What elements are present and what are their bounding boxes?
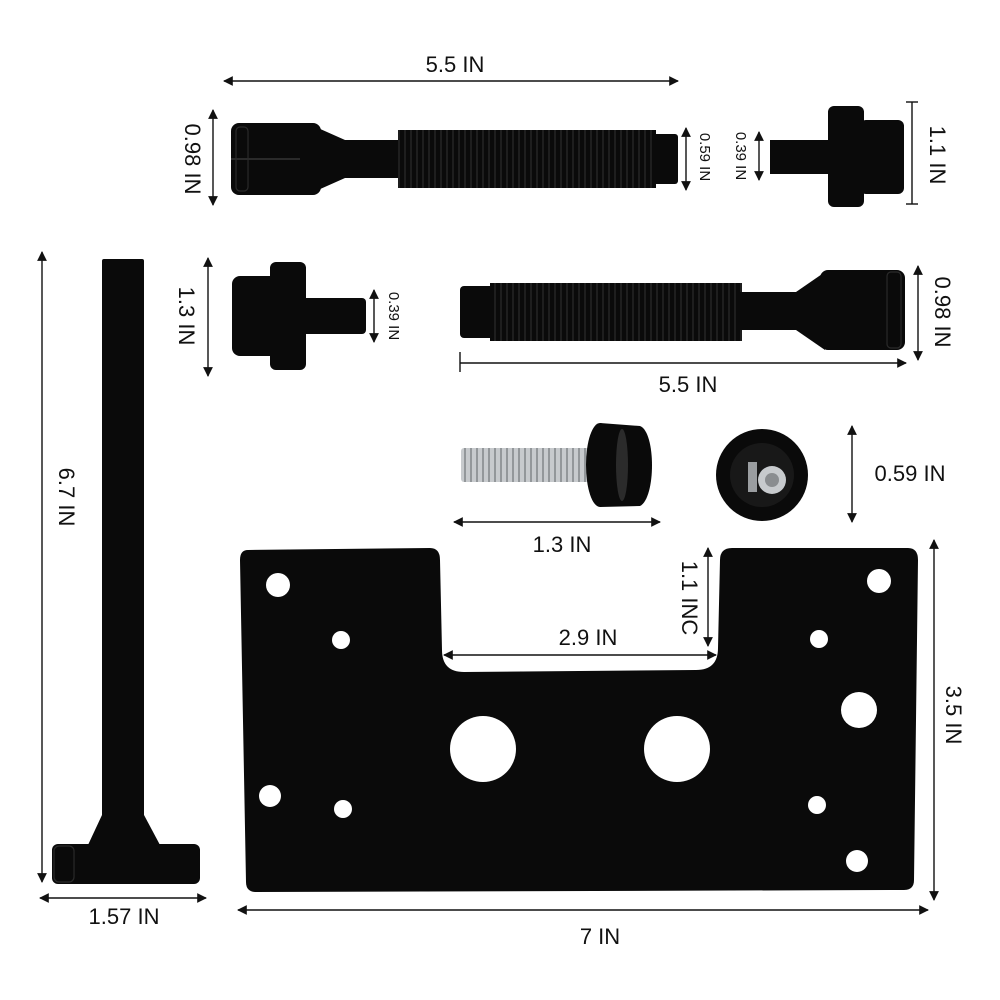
plate-width-dim: 7 IN — [237, 905, 929, 949]
plate-height-label: 3.5 IN — [941, 686, 966, 745]
long-screw-bottom-length-dim: 5.5 IN — [459, 352, 907, 397]
long-screw-top-length-dim: 5.5 IN — [223, 52, 679, 86]
small-adapter-top-height-label: 1.1 IN — [925, 126, 950, 185]
adapter-left-height-dim: 1.3 IN — [174, 257, 213, 377]
knob-end-view — [716, 429, 808, 521]
plate-notch-width-dim: 2.9 IN — [443, 625, 717, 660]
plate-hole — [644, 716, 710, 782]
handle-width-label: 1.57 IN — [89, 904, 160, 929]
thumb-screw-length-dim: 1.3 IN — [453, 517, 661, 557]
long-screw-bottom — [460, 270, 905, 350]
knob-diameter-dim: 0.59 IN — [847, 425, 946, 523]
knob-diameter-label: 0.59 IN — [875, 461, 946, 486]
plate-hole — [266, 573, 290, 597]
plate-hole — [808, 796, 826, 814]
small-adapter-top — [770, 106, 904, 207]
small-adapter-top-height-dim: 1.1 IN — [906, 101, 950, 205]
long-screw-bottom-length-label: 5.5 IN — [659, 372, 718, 397]
base-plate — [240, 548, 918, 892]
long-screw-top-thread-dim: 0.59 IN — [681, 127, 713, 191]
long-screw-top-diameter-dim: 0.98 IN — [180, 109, 218, 206]
adapter-left-stem-label: 0.39 IN — [385, 292, 402, 340]
long-screw-bottom-diameter-label: 0.98 IN — [930, 277, 955, 348]
adapter-left-height-label: 1.3 IN — [174, 287, 199, 346]
adapter-left-stem-dim: 0.39 IN — [369, 289, 402, 343]
long-screw-bottom-diameter-dim: 0.98 IN — [913, 265, 955, 361]
long-screw-top-length-label: 5.5 IN — [426, 52, 485, 77]
long-screw-top — [231, 123, 678, 195]
plate-hole — [846, 850, 868, 872]
small-adapter-top-stem-dim: 0.39 IN — [732, 131, 764, 181]
small-adapter-top-stem-label: 0.39 IN — [732, 132, 749, 180]
handle-length-dim: 6.7 IN — [37, 251, 79, 883]
plate-notch-width-label: 2.9 IN — [559, 625, 618, 650]
handle-length-label: 6.7 IN — [54, 468, 79, 527]
plate-hole — [332, 631, 350, 649]
adapter-left — [232, 262, 366, 370]
plate-hole — [867, 569, 891, 593]
long-screw-top-thread-label: 0.59 IN — [696, 133, 713, 181]
handle-width-dim: 1.57 IN — [39, 893, 207, 929]
plate-hole — [841, 692, 877, 728]
plate-height-dim: 3.5 IN — [929, 539, 966, 901]
thumb-screw-length-label: 1.3 IN — [533, 532, 592, 557]
long-screw-top-diameter-label: 0.98 IN — [180, 124, 205, 195]
plate-hole — [334, 800, 352, 818]
plate-hole — [450, 716, 516, 782]
t-handle — [52, 259, 200, 884]
plate-hole — [810, 630, 828, 648]
plate-notch-depth-label: 1.1 INC — [677, 561, 702, 636]
plate-hole — [259, 785, 281, 807]
plate-notch-depth-dim: 1.1 INC — [677, 547, 713, 647]
thumb-screw — [461, 423, 652, 507]
plate-width-label: 7 IN — [580, 924, 620, 949]
